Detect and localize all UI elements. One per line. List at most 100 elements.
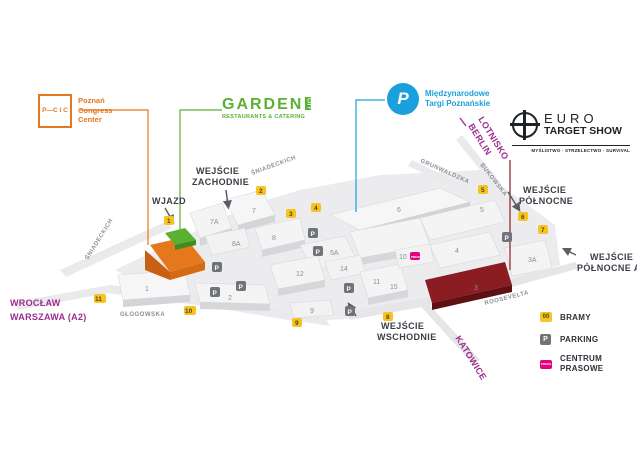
- svg-text:PRESS: PRESS: [411, 255, 421, 259]
- garden-city-logo[interactable]: GARDEN CITY RESTAURANTS & CATERING: [222, 97, 332, 123]
- garden-word: GARDEN: [222, 96, 304, 113]
- svg-text:4: 4: [314, 205, 318, 212]
- direction-wroclaw-warszawa: WROCŁAW WARSZAWA (A2): [10, 298, 87, 322]
- callout-lines: [80, 99, 511, 270]
- hall-label: 12: [296, 271, 304, 278]
- direction-katowice: KATOWICE: [453, 334, 488, 382]
- legend-press-line1: CENTRUM: [560, 354, 603, 363]
- legend-parking-label: PARKING: [560, 335, 599, 344]
- gate-marker[interactable]: 3: [286, 209, 296, 218]
- legend-press-line2: PRASOWE: [560, 364, 604, 373]
- hall-label: 14: [340, 266, 348, 273]
- svg-text:P: P: [239, 284, 244, 291]
- pcc-logo-mark: P—C I C: [38, 94, 72, 128]
- svg-text:7: 7: [541, 227, 545, 234]
- legend-gates-label: BRAMY: [560, 312, 591, 322]
- legend: 00 BRAMY P PARKING PRESS CENTRUM PRASOWE: [540, 312, 632, 382]
- entrance-west[interactable]: WEJŚCIE ZACHODNIE: [192, 165, 249, 210]
- crosshair-icon: [510, 110, 540, 140]
- svg-text:P: P: [213, 290, 218, 297]
- gate-marker[interactable]: 1: [164, 216, 174, 225]
- ets-tagline: MYŚLISTWO · STRZELECTWO · SURVIVAL: [512, 145, 630, 153]
- gate-marker[interactable]: 4: [311, 203, 321, 212]
- mtp-line1: Międzynarodowe: [425, 89, 490, 98]
- parking-icon[interactable]: P: [344, 283, 354, 293]
- hall-label: 7: [252, 208, 256, 215]
- entrance-north-a-label: WEJŚCIE: [590, 251, 633, 262]
- gate-marker[interactable]: 6: [518, 212, 528, 221]
- legend-gates: 00 BRAMY: [540, 312, 591, 322]
- parking-icon[interactable]: P: [236, 281, 246, 291]
- legend-parking: P PARKING: [540, 334, 598, 345]
- hall-label: 15: [390, 284, 398, 291]
- pcc-line2: Congress: [78, 105, 113, 115]
- gate-sample-icon: 00: [540, 312, 552, 322]
- gate-marker[interactable]: 2: [256, 186, 266, 195]
- parking-icon[interactable]: P: [313, 246, 323, 256]
- parking-icon[interactable]: P: [502, 232, 512, 242]
- entrance-west-label: WEJŚCIE: [196, 165, 239, 176]
- wjazd-label: WJAZD: [152, 196, 186, 206]
- svg-text:8: 8: [386, 314, 390, 321]
- svg-text:3: 3: [289, 211, 293, 218]
- entrance-north[interactable]: WEJŚCIE PÓŁNOCNE: [507, 184, 573, 212]
- svg-text:5: 5: [481, 187, 485, 194]
- hall-label: 8A: [232, 241, 241, 248]
- legend-press: PRESS CENTRUM PRASOWE: [540, 354, 603, 374]
- parking-icon[interactable]: P: [345, 306, 355, 316]
- street-katowice-road: [415, 298, 480, 363]
- parking-sample-icon: P: [540, 334, 551, 345]
- street-bukowska: [456, 135, 500, 186]
- svg-text:P: P: [215, 265, 220, 272]
- svg-text:6: 6: [521, 214, 525, 221]
- garden-city-building: [165, 228, 196, 250]
- entrance-east-label: WEJŚCIE: [381, 320, 424, 331]
- svg-text:P: P: [505, 235, 510, 242]
- direction-wroclaw: WROCŁAW: [10, 298, 61, 308]
- ets-line1: EURO: [544, 111, 598, 126]
- mtp-line2: Targi Poznańskie: [425, 99, 491, 108]
- hall-label: 3A: [528, 257, 537, 264]
- gate-marker[interactable]: 10: [184, 306, 196, 315]
- svg-text:11: 11: [95, 296, 102, 303]
- gate-marker[interactable]: 5: [478, 185, 488, 194]
- hall-label: 5: [480, 207, 484, 214]
- svg-text:9: 9: [295, 320, 299, 327]
- hall-label: 3: [474, 285, 478, 292]
- street-sniadeckich-left: [60, 222, 172, 277]
- buildings: [117, 187, 553, 319]
- press-sample-icon: PRESS: [540, 359, 552, 369]
- svg-text:P: P: [348, 309, 353, 316]
- ets-line2: TARGET SHOW: [544, 125, 622, 137]
- parking-icon[interactable]: P: [308, 228, 318, 238]
- parking-icon[interactable]: P: [210, 287, 220, 297]
- hall-label: 6: [397, 207, 401, 214]
- pcc-logo[interactable]: P—C I C Poznań Congress Center: [38, 94, 138, 130]
- entrance-north-a[interactable]: WEJŚCIE PÓŁNOCNE A: [561, 247, 637, 273]
- hall-label: 7A: [210, 219, 219, 226]
- gate-marker[interactable]: 8: [383, 312, 393, 321]
- mtp-logo[interactable]: P Międzynarodowe Targi Poznańskie: [387, 83, 517, 117]
- street-roosevelta: [345, 262, 580, 320]
- gate-marker[interactable]: 9: [292, 318, 302, 327]
- hall-labels: 7A 7 8 8A 6 5 5A 4 3 3A 2 1 11 12 14 15 …: [145, 207, 537, 315]
- euro-target-show-logo[interactable]: EURO TARGET SHOW MYŚLISTWO · STRZELECTWO…: [510, 110, 632, 162]
- street-label: ŚNIADECKICH: [250, 154, 297, 177]
- direction-warszawa: WARSZAWA (A2): [10, 312, 87, 322]
- pcc-line1: Poznań: [78, 96, 105, 105]
- hall-label: 10: [399, 254, 407, 261]
- mtp-icon: P: [387, 83, 419, 115]
- hall-label: 2: [228, 295, 232, 302]
- gate-marker[interactable]: 7: [538, 225, 548, 234]
- parking-icon[interactable]: P: [212, 262, 222, 272]
- hall-label: 9: [310, 308, 314, 315]
- gate-markers: 1 2 3 4 5 6 7 8 9 10 11: [94, 185, 548, 327]
- pcc-mark-text: P—C I C: [42, 106, 68, 114]
- gate-marker[interactable]: 11: [94, 294, 106, 303]
- hall-label: 11: [373, 279, 380, 286]
- entrance-north-label: WEJŚCIE: [523, 184, 566, 195]
- pcc-line3: Center: [78, 115, 102, 124]
- press-center-marker[interactable]: PRESS: [410, 252, 421, 260]
- hall-label: 8: [272, 235, 276, 242]
- entrance-north-label: PÓŁNOCNE: [519, 195, 573, 206]
